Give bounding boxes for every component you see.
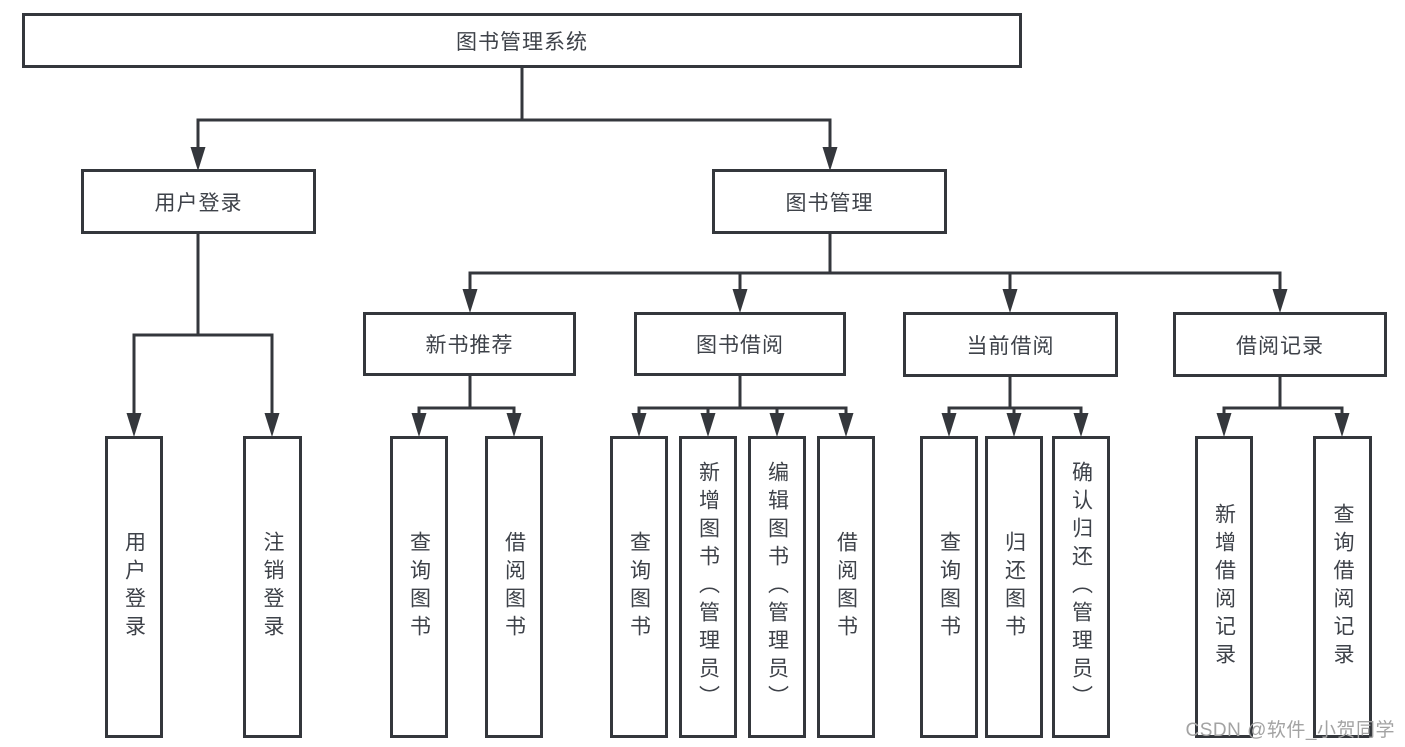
leaf-add-book-admin-label: 新增图书（管理员） (696, 461, 720, 713)
leaf-edit-book-admin: 编辑图书（管理员） (748, 436, 806, 738)
arrowhead-icon (822, 147, 838, 171)
leaf-borrow-books-label: 借阅图书 (834, 531, 858, 643)
csdn-watermark: CSDN @软件_小贺同学 (1185, 720, 1395, 741)
leaf-return-book-label: 归还图书 (1002, 531, 1026, 643)
leaf-query-books-borrow-label: 查询图书 (627, 531, 651, 643)
node-current-borrow-label: 当前借阅 (966, 334, 1055, 358)
leaf-query-books-current-label: 查询图书 (937, 531, 961, 643)
node-book-borrow: 图书借阅 (634, 312, 846, 376)
node-borrow-records-label: 借阅记录 (1236, 334, 1324, 358)
leaf-edit-book-admin-label: 编辑图书（管理员） (765, 461, 789, 713)
node-book-management: 图书管理 (712, 169, 947, 234)
arrowhead-icon (1334, 413, 1350, 437)
leaf-query-books-recommend: 查询图书 (390, 436, 448, 738)
node-new-book-recommend-label: 新书推荐 (425, 334, 514, 357)
arrowhead-icon (732, 289, 748, 313)
node-root-label: 图书管理系统 (456, 30, 588, 54)
arrowhead-icon (1216, 413, 1232, 437)
leaf-return-book: 归还图书 (985, 436, 1043, 738)
arrowhead-icon (1073, 413, 1089, 437)
node-book-management-label: 图书管理 (785, 191, 874, 215)
leaf-query-books-recommend-label: 查询图书 (407, 531, 431, 643)
node-user-login: 用户登录 (81, 169, 316, 234)
leaf-borrow-books: 借阅图书 (817, 436, 875, 738)
arrowhead-icon (462, 289, 478, 313)
leaf-user-login: 用户登录 (105, 436, 163, 738)
arrowhead-icon (190, 147, 206, 171)
arrowhead-icon (264, 413, 280, 437)
leaf-query-borrow-record-label: 查询借阅记录 (1331, 503, 1354, 671)
arrowhead-icon (838, 413, 854, 437)
leaf-user-login-label: 用户登录 (122, 531, 146, 643)
arrowhead-icon (941, 413, 957, 437)
leaf-confirm-return-admin: 确认归还（管理员） (1052, 436, 1110, 738)
arrowhead-icon (126, 413, 142, 437)
arrowhead-icon (506, 413, 522, 437)
arrowhead-icon (1002, 289, 1018, 313)
leaf-logout: 注销登录 (243, 436, 302, 738)
leaf-query-borrow-record: 查询借阅记录 (1313, 436, 1372, 738)
leaf-borrow-books-recommend-label: 借阅图书 (502, 531, 526, 643)
arrowhead-icon (1006, 413, 1022, 437)
node-borrow-records: 借阅记录 (1173, 312, 1387, 377)
node-new-book-recommend: 新书推荐 (363, 312, 576, 376)
leaf-logout-label: 注销登录 (261, 531, 284, 643)
arrowhead-icon (700, 413, 716, 437)
leaf-add-borrow-record: 新增借阅记录 (1195, 436, 1253, 738)
node-book-borrow-label: 图书借阅 (696, 334, 784, 357)
leaf-confirm-return-admin-label: 确认归还（管理员） (1069, 461, 1093, 713)
node-user-login-label: 用户登录 (154, 191, 243, 215)
arrowhead-icon (1272, 289, 1288, 313)
node-current-borrow: 当前借阅 (903, 312, 1118, 377)
arrowhead-icon (631, 413, 647, 437)
leaf-add-borrow-record-label: 新增借阅记录 (1212, 503, 1236, 671)
leaf-borrow-books-recommend: 借阅图书 (485, 436, 543, 738)
leaf-add-book-admin: 新增图书（管理员） (679, 436, 737, 738)
leaf-query-books-borrow: 查询图书 (610, 436, 668, 738)
leaf-query-books-current: 查询图书 (920, 436, 978, 738)
arrowhead-icon (411, 413, 427, 437)
node-root: 图书管理系统 (22, 13, 1022, 68)
arrowhead-icon (769, 413, 785, 437)
